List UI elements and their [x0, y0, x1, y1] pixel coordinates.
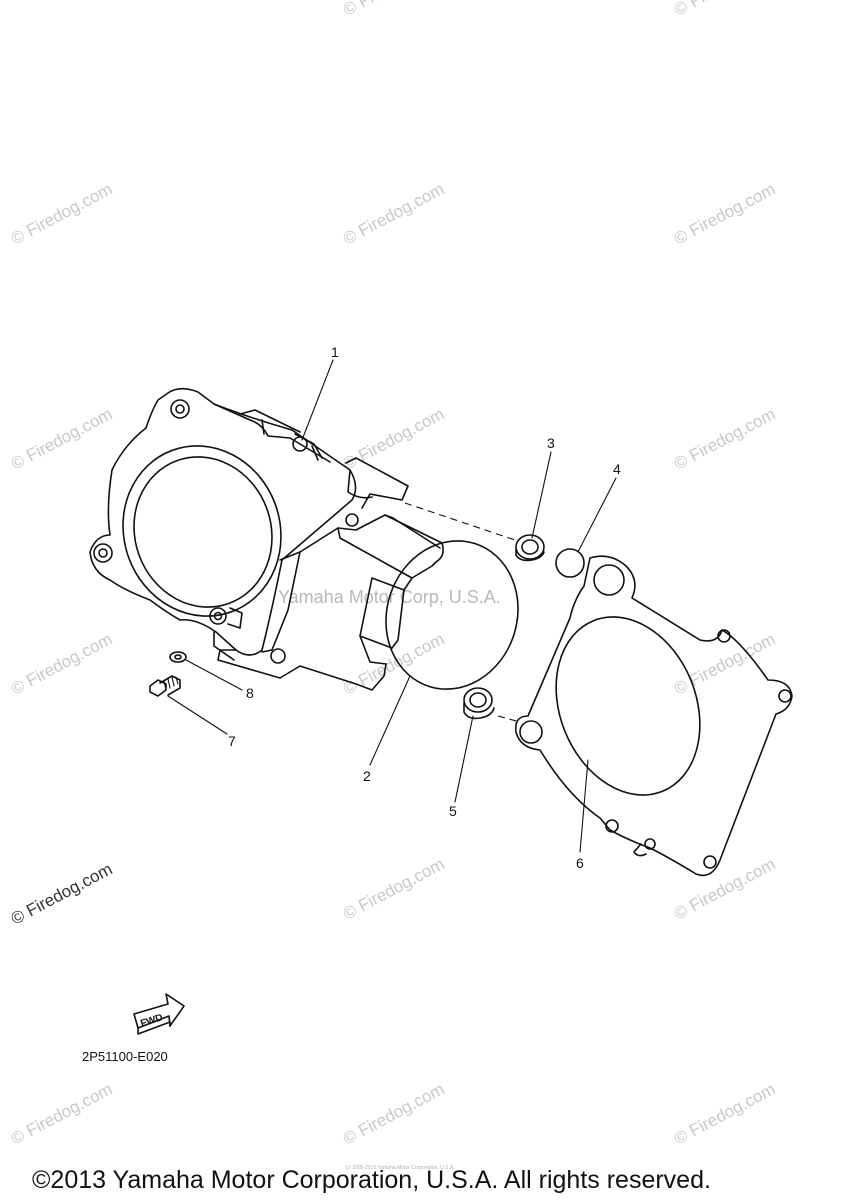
- alignment-line: [404, 502, 516, 541]
- dowel-pin-part: [515, 534, 545, 562]
- watermark: © Firedog.com: [671, 404, 779, 473]
- callout-8: 8: [246, 685, 254, 701]
- part-code: 2P51100-E020: [82, 1049, 168, 1064]
- callout-4: 4: [613, 461, 621, 477]
- callout-6: 6: [576, 855, 584, 871]
- watermark: © Firedog.com: [671, 0, 779, 20]
- watermark: © Firedog.com: [340, 1079, 448, 1148]
- gasket-part: [514, 555, 793, 877]
- bolt-part: [149, 675, 181, 697]
- watermark: © Firedog.com: [340, 854, 448, 923]
- callout-7: 7: [228, 733, 236, 749]
- watermark: © Firedog.com: [340, 629, 448, 698]
- o-ring-part: [385, 540, 519, 690]
- watermark: © Firedog.com: [340, 404, 448, 473]
- callout-2: 2: [363, 768, 371, 784]
- tiny-credit: (c) 2005-2015 Yamaha Motor Corporation, …: [345, 1165, 455, 1171]
- watermark: © Firedog.com: [671, 1079, 779, 1148]
- fwd-arrow-icon: FWD: [133, 993, 185, 1035]
- small-o-ring-part: [555, 548, 585, 578]
- callouts: 1 2 3 4 5 6 7 8: [228, 344, 621, 871]
- callout-5: 5: [449, 803, 457, 819]
- dowel-pin-lower-part: [463, 687, 495, 720]
- watermark: © Firedog.com: [8, 1079, 116, 1148]
- callout-3: 3: [547, 435, 555, 451]
- copyright-notice: ©2013 Yamaha Motor Corporation, U.S.A. A…: [32, 1166, 711, 1194]
- cylinder-part: [89, 387, 444, 691]
- watermark-grid: © Firedog.com © Firedog.com © Firedog.co…: [8, 0, 779, 1149]
- fwd-label: FWD: [139, 1012, 164, 1030]
- leader-lines: [167, 359, 617, 853]
- watermark: © Firedog.com: [340, 179, 448, 248]
- alignment-line: [497, 715, 521, 723]
- watermark: © Firedog.com: [8, 629, 116, 698]
- watermark: © Firedog.com: [671, 629, 779, 698]
- watermark: © Firedog.com: [8, 404, 116, 473]
- watermark: © Firedog.com: [671, 854, 779, 923]
- callout-1: 1: [331, 344, 339, 360]
- watermark: © Firedog.com: [8, 179, 116, 248]
- watermark: © Firedog.com: [8, 859, 116, 928]
- watermark: © Firedog.com: [671, 179, 779, 248]
- washer-part: [169, 651, 187, 663]
- watermark: © Firedog.com: [340, 0, 448, 20]
